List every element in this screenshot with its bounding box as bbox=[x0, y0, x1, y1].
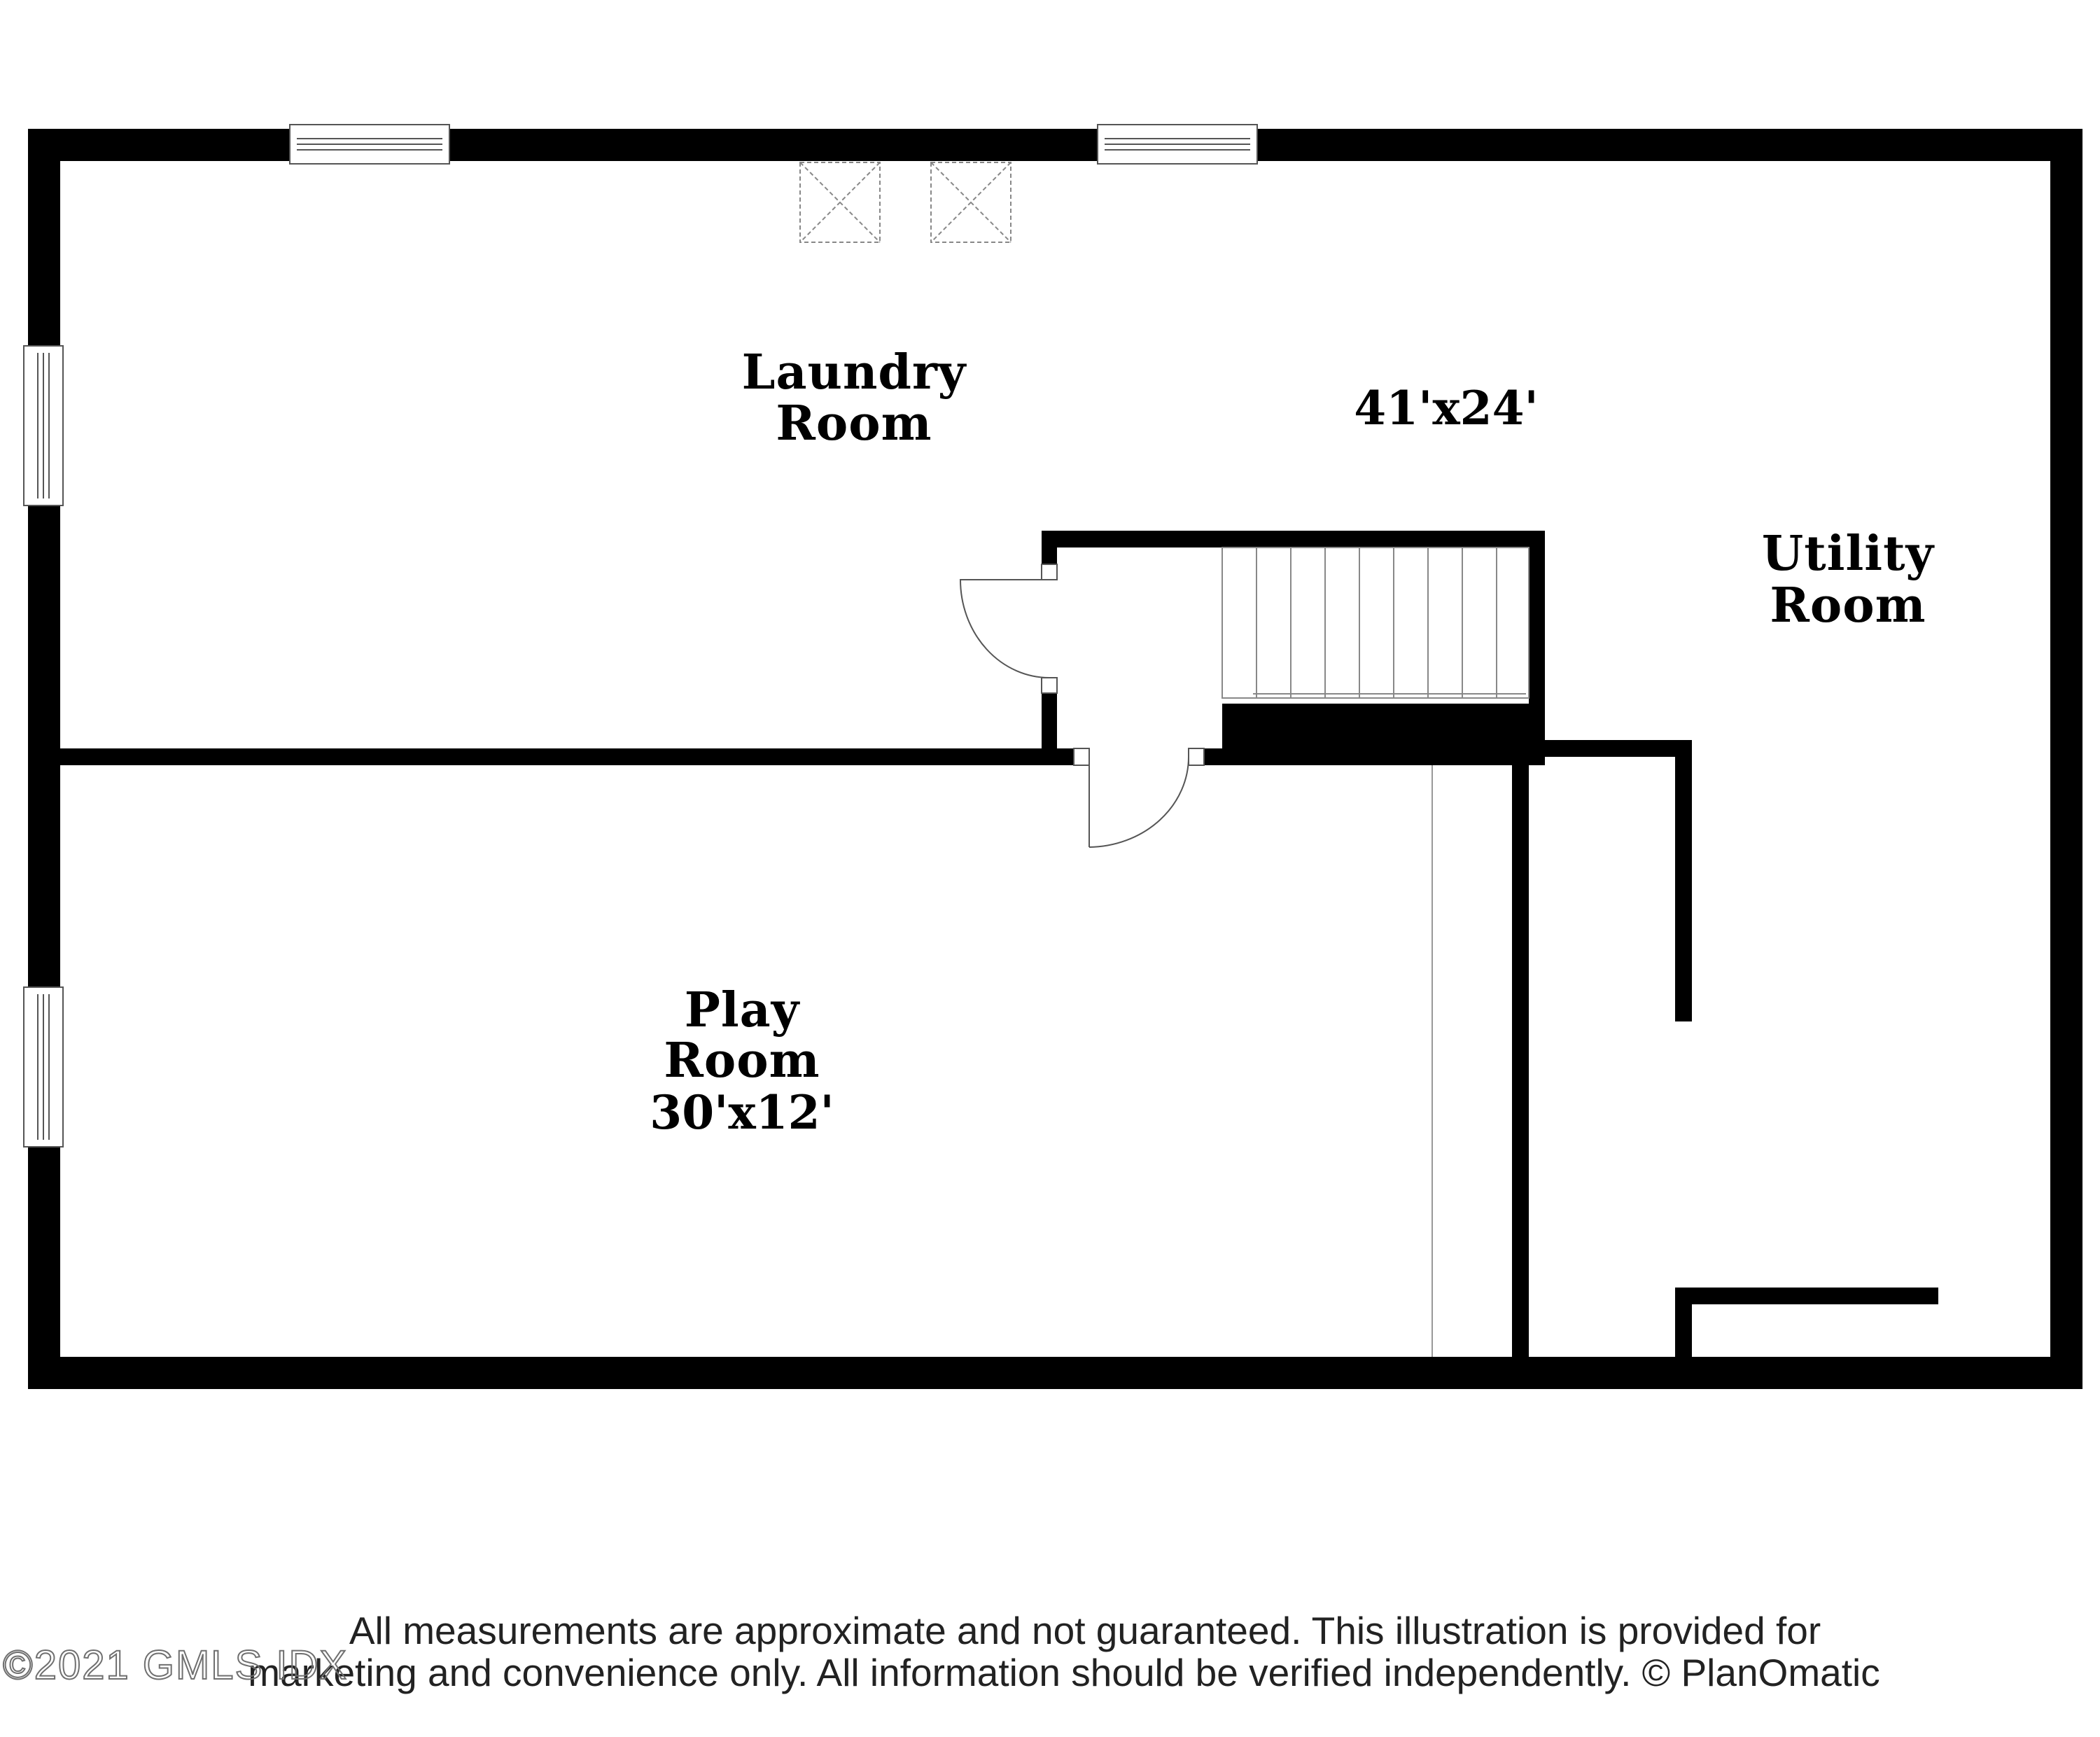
laundry-room-label-line2: Room bbox=[776, 396, 932, 452]
footer: All measurements are approximate and not… bbox=[2, 1609, 1880, 1694]
window-left-lower bbox=[23, 986, 64, 1147]
play-room-label-line1: Play bbox=[685, 982, 801, 1038]
play-room-label-line2: Room bbox=[664, 1033, 820, 1089]
window-top-left bbox=[289, 124, 450, 165]
stair-landing-wall bbox=[1204, 748, 1545, 765]
laundry-appliances bbox=[799, 162, 1011, 243]
utility-room-label-line1: Utility bbox=[1762, 526, 1935, 582]
disclaimer-line-2: marketing and convenience only. All info… bbox=[248, 1651, 1879, 1694]
exterior-walls bbox=[28, 129, 2082, 1389]
stairs bbox=[1222, 547, 1530, 699]
left-wall bbox=[28, 129, 60, 1389]
stair-door bbox=[959, 564, 1058, 694]
play-room-door bbox=[1073, 748, 1205, 848]
utility-closet-wall-horizontal bbox=[1675, 1288, 1938, 1304]
window-top-right bbox=[1097, 124, 1258, 165]
disclaimer-line-1: All measurements are approximate and not… bbox=[349, 1609, 1821, 1652]
laundry-room-label-line1: Laundry bbox=[742, 344, 967, 400]
stair-outline bbox=[1222, 547, 1530, 699]
watermark: ©2021 GMLS IDX bbox=[3, 1642, 348, 1688]
utility-room-label-line2: Room bbox=[1770, 578, 1926, 634]
utility-corridor-wall-right bbox=[1675, 740, 1692, 1021]
bottom-wall bbox=[28, 1357, 2082, 1389]
windows bbox=[23, 124, 1258, 1147]
right-wall bbox=[2050, 129, 2082, 1389]
washer-icon bbox=[799, 162, 881, 243]
stair-top-wall bbox=[1042, 531, 1545, 547]
utility-corridor-wall-left bbox=[1512, 748, 1529, 1372]
stair-left-wall-lower bbox=[1042, 678, 1057, 753]
play-room-dimensions: 30'x12' bbox=[650, 1085, 834, 1140]
laundry-play-divider-wall bbox=[60, 748, 1074, 765]
room-labels: Laundry Room 41'x24' Utility Room Play R… bbox=[650, 344, 1935, 1140]
utility-corridor-top-wall bbox=[1529, 740, 1692, 757]
interior-walls bbox=[60, 531, 1938, 1372]
doors bbox=[959, 564, 1205, 848]
window-left-upper bbox=[23, 345, 64, 506]
overall-dimensions-label: 41'x24' bbox=[1354, 381, 1538, 435]
dryer-icon bbox=[930, 162, 1011, 243]
